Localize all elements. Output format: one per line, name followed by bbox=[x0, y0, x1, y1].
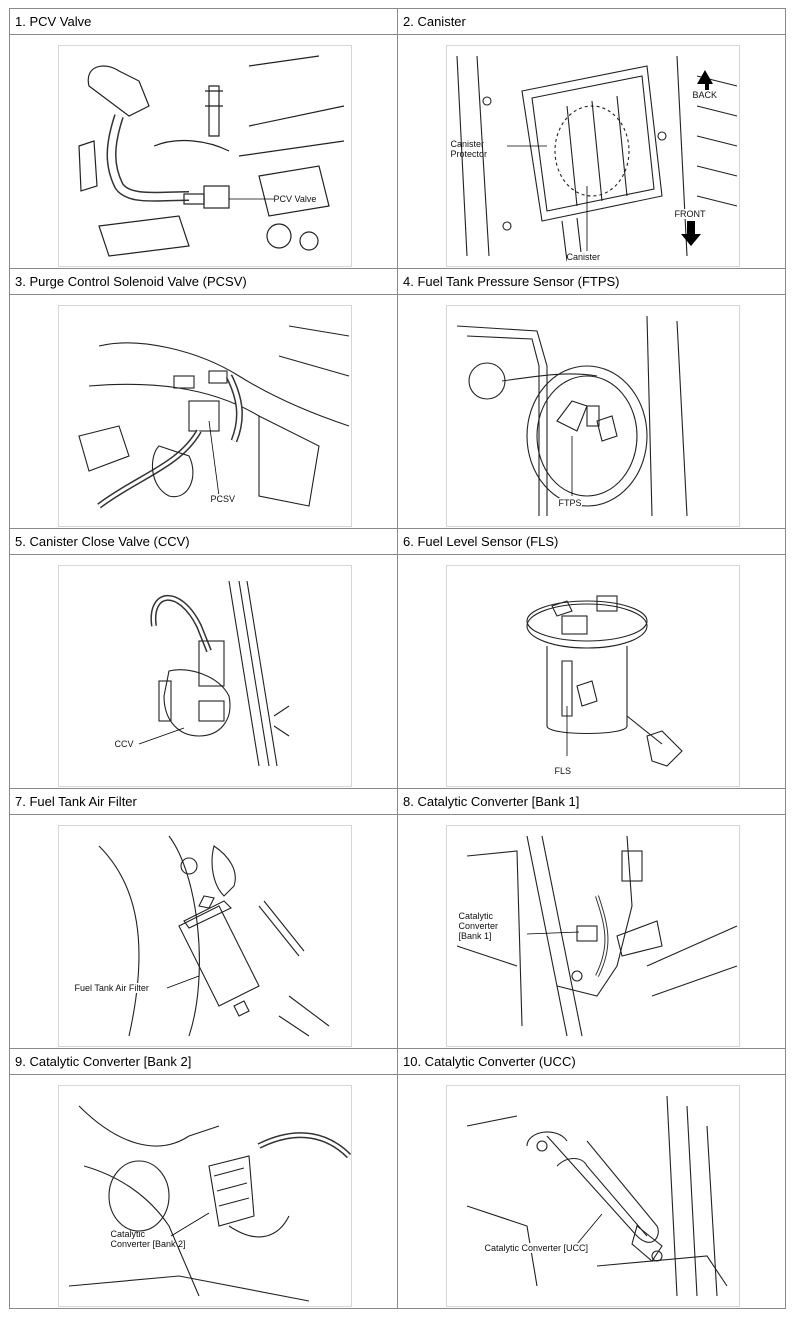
image-row-5: Catalytic Converter [Bank 2] bbox=[9, 1074, 786, 1309]
cat-bank2-illustration: Catalytic Converter [Bank 2] bbox=[57, 1085, 352, 1307]
label-ftps: FTPS bbox=[558, 498, 582, 508]
cell-title-ftps: 4. Fuel Tank Pressure Sensor (FTPS) bbox=[397, 268, 786, 295]
cell-image-ftps: FTPS bbox=[397, 294, 786, 529]
image-row-4: Fuel Tank Air Filter bbox=[9, 814, 786, 1049]
image-row-2: PCSV bbox=[9, 294, 786, 529]
cell-image-pcv-valve: PCV Valve bbox=[9, 34, 398, 269]
cell-image-cat-bank1: Catalytic Converter [Bank 1] bbox=[397, 814, 786, 1049]
cell-image-cat-ucc: Catalytic Converter [UCC] bbox=[397, 1074, 786, 1309]
label-canister-protector: Canister Protector bbox=[450, 139, 488, 159]
label-air-filter: Fuel Tank Air Filter bbox=[74, 983, 149, 993]
label-back: BACK bbox=[692, 90, 718, 100]
cat-ucc-illustration: Catalytic Converter [UCC] bbox=[445, 1085, 740, 1307]
cat-ucc-drawing bbox=[466, 1095, 727, 1297]
label-canister: Canister bbox=[566, 252, 601, 262]
ftps-illustration: FTPS bbox=[445, 305, 740, 527]
pcv-valve-illustration: PCV Valve bbox=[57, 45, 352, 267]
ccv-illustration: CCV bbox=[57, 565, 352, 787]
header-row-1: 1. PCV Valve 2. Canister bbox=[9, 8, 786, 35]
cell-title-fls: 6. Fuel Level Sensor (FLS) bbox=[397, 528, 786, 555]
cat-bank1-drawing bbox=[456, 835, 737, 1037]
cat-bank1-illustration: Catalytic Converter [Bank 1] bbox=[445, 825, 740, 1047]
fls-drawing bbox=[525, 595, 683, 767]
cell-title-cat-bank1: 8. Catalytic Converter [Bank 1] bbox=[397, 788, 786, 815]
header-row-3: 5. Canister Close Valve (CCV) 6. Fuel Le… bbox=[9, 528, 786, 555]
cell-image-pcsv: PCSV bbox=[9, 294, 398, 529]
cell-title-pcsv: 3. Purge Control Solenoid Valve (PCSV) bbox=[9, 268, 398, 295]
component-location-table: 1. PCV Valve 2. Canister bbox=[9, 8, 786, 1309]
label-cat-bank1: Catalytic Converter [Bank 1] bbox=[458, 911, 499, 941]
cell-title-air-filter: 7. Fuel Tank Air Filter bbox=[9, 788, 398, 815]
canister-drawing bbox=[455, 55, 737, 262]
label-cat-ucc: Catalytic Converter [UCC] bbox=[484, 1243, 589, 1253]
pcsv-illustration: PCSV bbox=[57, 305, 352, 527]
ftps-drawing bbox=[456, 315, 688, 517]
cell-image-canister: BACK Canister Protector FRONT Canister bbox=[397, 34, 786, 269]
header-row-4: 7. Fuel Tank Air Filter 8. Catalytic Con… bbox=[9, 788, 786, 815]
cell-title-pcv-valve: 1. PCV Valve bbox=[9, 8, 398, 35]
cell-title-ccv: 5. Canister Close Valve (CCV) bbox=[9, 528, 398, 555]
canister-illustration: BACK Canister Protector FRONT Canister bbox=[445, 45, 740, 267]
ccv-drawing bbox=[138, 580, 289, 767]
label-pcv-valve: PCV Valve bbox=[273, 194, 317, 204]
cat-bank2-drawing bbox=[68, 1105, 351, 1302]
pcsv-drawing bbox=[77, 325, 349, 509]
pcv-valve-drawing bbox=[77, 55, 344, 257]
fls-illustration: FLS bbox=[445, 565, 740, 787]
cell-title-cat-bank2: 9. Catalytic Converter [Bank 2] bbox=[9, 1048, 398, 1075]
cell-title-cat-ucc: 10. Catalytic Converter (UCC) bbox=[397, 1048, 786, 1075]
cell-image-ccv: CCV bbox=[9, 554, 398, 789]
label-ccv: CCV bbox=[114, 739, 134, 749]
air-filter-drawing bbox=[98, 835, 329, 1037]
header-row-2: 3. Purge Control Solenoid Valve (PCSV) 4… bbox=[9, 268, 786, 295]
label-pcsv: PCSV bbox=[210, 494, 236, 504]
cell-image-air-filter: Fuel Tank Air Filter bbox=[9, 814, 398, 1049]
label-front: FRONT bbox=[674, 209, 706, 219]
cell-image-cat-bank2: Catalytic Converter [Bank 2] bbox=[9, 1074, 398, 1309]
air-filter-illustration: Fuel Tank Air Filter bbox=[57, 825, 352, 1047]
label-fls: FLS bbox=[554, 766, 572, 776]
image-row-1: PCV Valve bbox=[9, 34, 786, 269]
cell-image-fls: FLS bbox=[397, 554, 786, 789]
image-row-3: CCV bbox=[9, 554, 786, 789]
label-cat-bank2: Catalytic Converter [Bank 2] bbox=[110, 1229, 186, 1249]
cell-title-canister: 2. Canister bbox=[397, 8, 786, 35]
header-row-5: 9. Catalytic Converter [Bank 2] 10. Cata… bbox=[9, 1048, 786, 1075]
